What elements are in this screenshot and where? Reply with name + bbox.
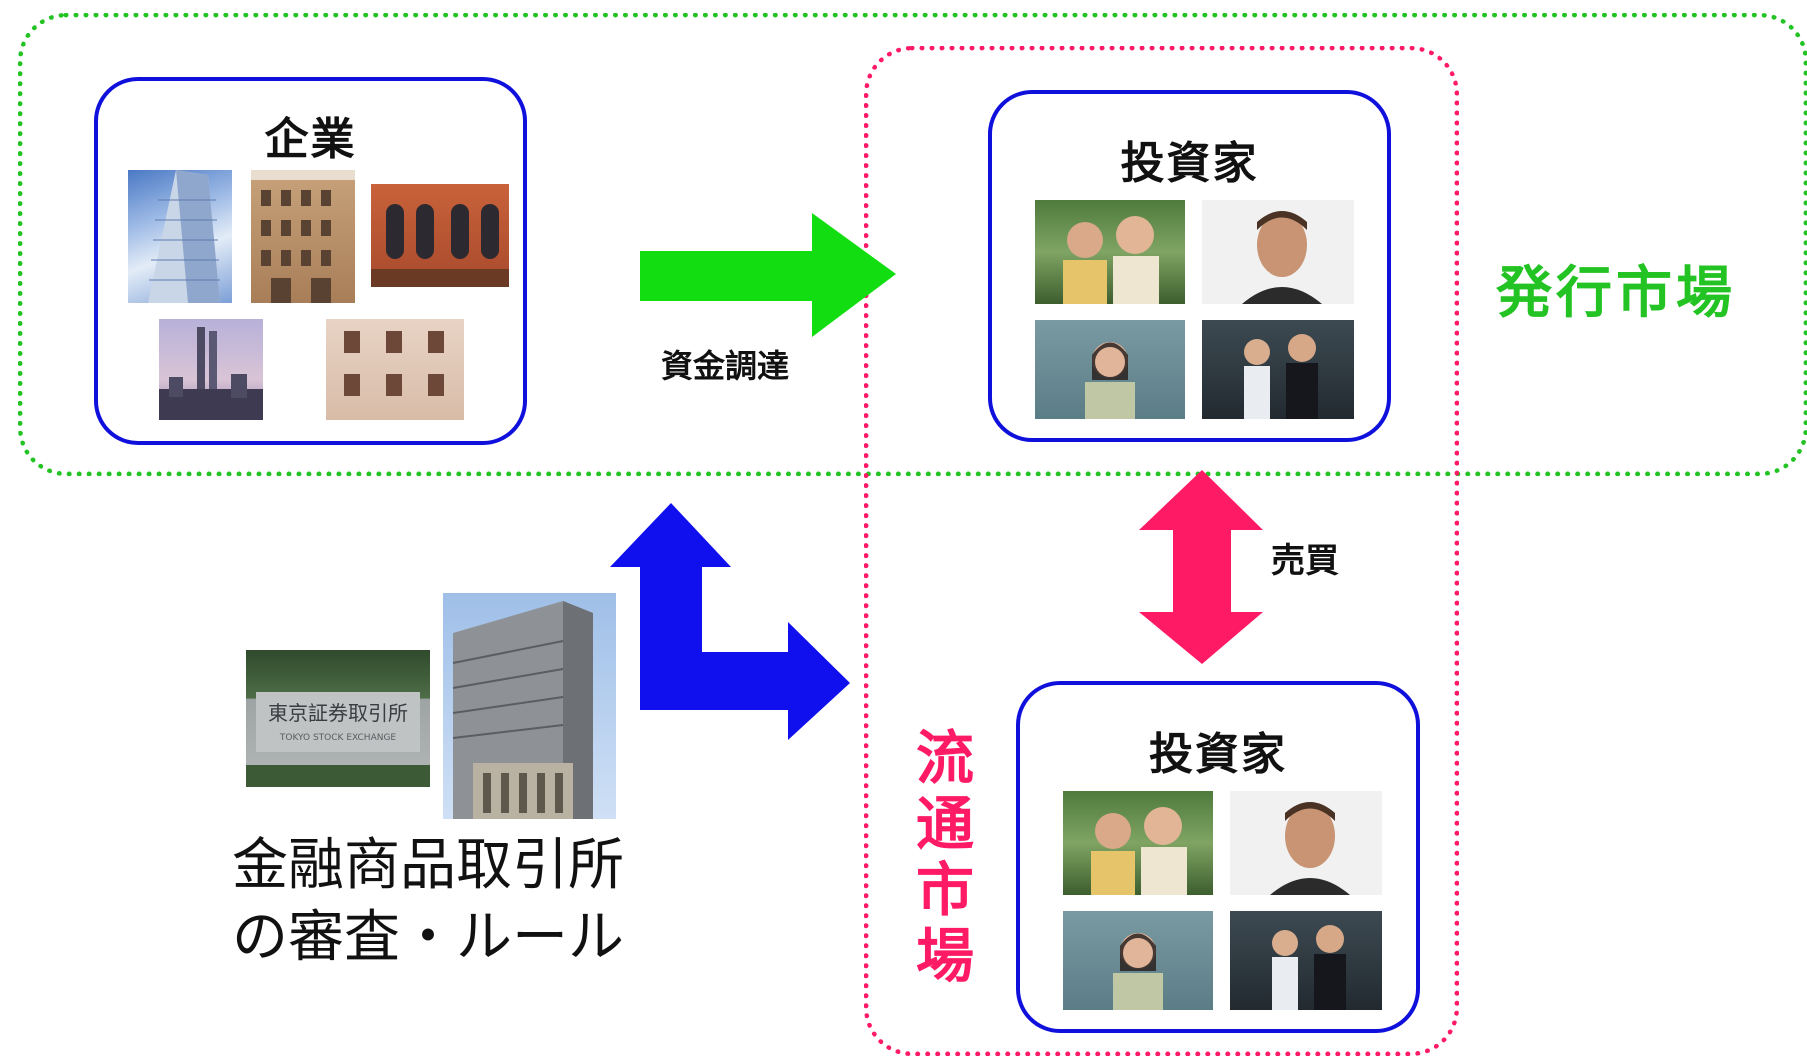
building-photo-3 [371,184,509,287]
company-title: 企業 [264,114,357,165]
company-box: 企業 [94,77,527,445]
investor-photo-pair [1230,911,1382,1010]
exchange-sign-text: 東京証券取引所 [268,701,408,725]
primary-market-label: 発行市場 [1496,261,1736,326]
investor-title-secondary: 投資家 [1149,729,1287,780]
secondary-market-region [864,46,1459,1056]
primary-market-region [18,13,1807,476]
exchange-caption-line2: の審査・ルール [232,905,624,970]
exchange-caption: 金融商品取引所 の審査・ルール [232,830,624,974]
exchange-building-photo [443,593,616,819]
investor-photo-pair [1202,320,1354,419]
building-photo-2 [251,170,355,303]
exchange-caption-line1: 金融商品取引所 [232,833,624,898]
investor-photo-woman [1035,320,1185,419]
funding-label: 資金調達 [661,347,790,385]
investor-photo-man [1202,200,1354,304]
exchange-sign-subtext: TOKYO STOCK EXCHANGE [279,733,397,743]
investor-photo-couple [1063,791,1213,895]
exchange-sign-photo: 東京証券取引所 TOKYO STOCK EXCHANGE [246,650,430,787]
building-photo-4 [159,319,263,420]
investor-box-secondary: 投資家 [1016,681,1420,1033]
investor-photo-couple [1035,200,1185,304]
investor-photo-woman [1063,911,1213,1010]
building-photo-1 [128,170,232,303]
building-photo-5 [326,319,464,420]
investor-box-primary: 投資家 [988,90,1391,442]
investor-photo-man [1230,791,1382,895]
secondary-market-label: 流通市場 [916,724,975,990]
investor-title-primary: 投資家 [1120,138,1259,189]
trade-arrow [1139,470,1263,664]
trade-label: 売買 [1271,541,1339,581]
exchange-regulation-arrow [610,503,850,740]
funding-arrow [640,213,896,337]
